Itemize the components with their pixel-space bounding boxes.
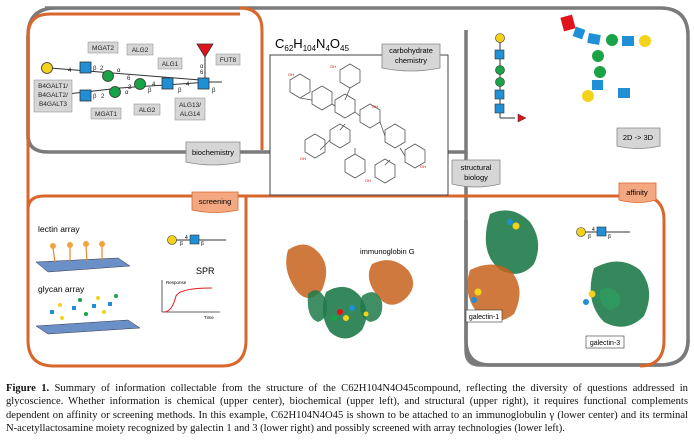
orange-frame-left-top <box>26 12 240 150</box>
svg-text:Response: Response <box>166 280 187 285</box>
svg-text:FUT8: FUT8 <box>220 57 237 64</box>
svg-text:4: 4 <box>592 227 595 233</box>
caption-label: Figure 1. <box>6 383 50 394</box>
grey-frame-mid <box>448 30 468 154</box>
svg-text:immunoglobin G: immunoglobin G <box>360 247 415 256</box>
svg-text:β: β <box>588 234 591 240</box>
glycan-3d-model <box>560 14 651 102</box>
figure-caption: Figure 1. Summary of information collect… <box>6 382 688 436</box>
svg-text:4: 4 <box>152 82 156 88</box>
svg-text:galectin-3: galectin-3 <box>590 340 620 347</box>
orange-frame-bottom <box>26 150 666 368</box>
caption-text: Summary of information collectable from … <box>6 383 688 435</box>
svg-text:β: β <box>212 88 216 94</box>
orange-frame-screening <box>26 194 246 211</box>
svg-text:affinity: affinity <box>626 188 648 197</box>
svg-text:B4GALT2/: B4GALT2/ <box>38 92 68 99</box>
svg-text:ALG1: ALG1 <box>162 61 179 68</box>
svg-text:OH: OH <box>288 72 294 77</box>
galectin-structures: galectin-1 galectin-3 β 4 β <box>465 210 650 349</box>
svg-text:4: 4 <box>185 235 188 241</box>
svg-text:β: β <box>93 94 97 100</box>
svg-text:4: 4 <box>186 82 190 88</box>
svg-text:β: β <box>180 241 183 247</box>
structure-labels: OH OH OH OH OH OH <box>288 64 426 183</box>
tab-carbohydrate-chemistry: carbohydrate chemistry <box>381 43 441 72</box>
structural-glycan <box>494 33 527 123</box>
chemical-structure <box>289 63 426 184</box>
svg-text:structural: structural <box>461 163 492 172</box>
svg-text:α: α <box>125 90 129 96</box>
structure-box <box>269 54 449 196</box>
svg-text:lectin array: lectin array <box>38 224 80 234</box>
svg-text:2D -> 3D: 2D -> 3D <box>623 133 654 142</box>
svg-text:OH: OH <box>420 164 426 169</box>
svg-text:biochemistry: biochemistry <box>192 148 234 157</box>
svg-text:β: β <box>178 88 182 94</box>
svg-text:Time: Time <box>204 315 214 320</box>
svg-text:β: β <box>148 88 152 94</box>
svg-text:6: 6 <box>200 70 204 76</box>
svg-text:OH: OH <box>372 104 378 109</box>
svg-text:galectin-1: galectin-1 <box>469 314 499 321</box>
svg-text:OH: OH <box>330 64 336 69</box>
svg-text:chemistry: chemistry <box>395 56 427 65</box>
svg-text:ALG14: ALG14 <box>180 111 201 118</box>
svg-text:ALG13/: ALG13/ <box>179 102 201 109</box>
svg-text:OH: OH <box>300 156 306 161</box>
svg-text:2: 2 <box>101 94 105 100</box>
tab-structural-biology: structural biology <box>451 159 501 188</box>
formula: C62H104N4O45 <box>275 36 349 53</box>
svg-text:biology: biology <box>464 173 488 182</box>
figure-graphic: C62H104N4O45 OH OH OH OH OH OH carbohydrate … <box>26 6 690 368</box>
svg-text:4: 4 <box>68 68 72 74</box>
svg-text:α: α <box>200 64 204 70</box>
svg-text:β: β <box>608 234 611 240</box>
svg-text:6: 6 <box>127 76 131 82</box>
svg-text:α: α <box>117 68 121 74</box>
svg-text:ALG2: ALG2 <box>132 47 149 54</box>
tab-screening: screening <box>191 191 239 213</box>
svg-text:screening: screening <box>199 197 232 206</box>
grey-frame-right <box>464 152 690 367</box>
glycan-pathway: 4 β 2 α 6 β 2 α 3 β 4 β 4 α 6 β MGAT2 AL… <box>33 41 241 121</box>
svg-text:β: β <box>93 66 97 72</box>
svg-text:SPR: SPR <box>196 266 215 276</box>
svg-text:B4GALT3: B4GALT3 <box>39 101 67 108</box>
svg-text:2: 2 <box>100 66 104 72</box>
svg-text:MGAT2: MGAT2 <box>92 45 114 52</box>
tab-2d-3d: 2D -> 3D <box>616 127 661 149</box>
svg-text:3: 3 <box>128 85 132 91</box>
tab-affinity: affinity <box>618 182 657 203</box>
svg-text:ALG2: ALG2 <box>139 107 156 114</box>
svg-text:β: β <box>201 241 204 247</box>
svg-text:OH: OH <box>365 178 371 183</box>
orange-frame-top-left <box>239 6 264 150</box>
svg-text:MGAT1: MGAT1 <box>95 111 117 118</box>
svg-text:carbohydrate: carbohydrate <box>389 46 433 55</box>
tab-biochemistry: biochemistry <box>185 141 241 166</box>
screening-panel: lectin array glycan array β 4 β SPR <box>35 224 226 335</box>
svg-text:B4GALT1/: B4GALT1/ <box>38 83 68 90</box>
igg-structure: immunoglobin G <box>286 244 415 339</box>
svg-text:glycan array: glycan array <box>38 284 85 294</box>
